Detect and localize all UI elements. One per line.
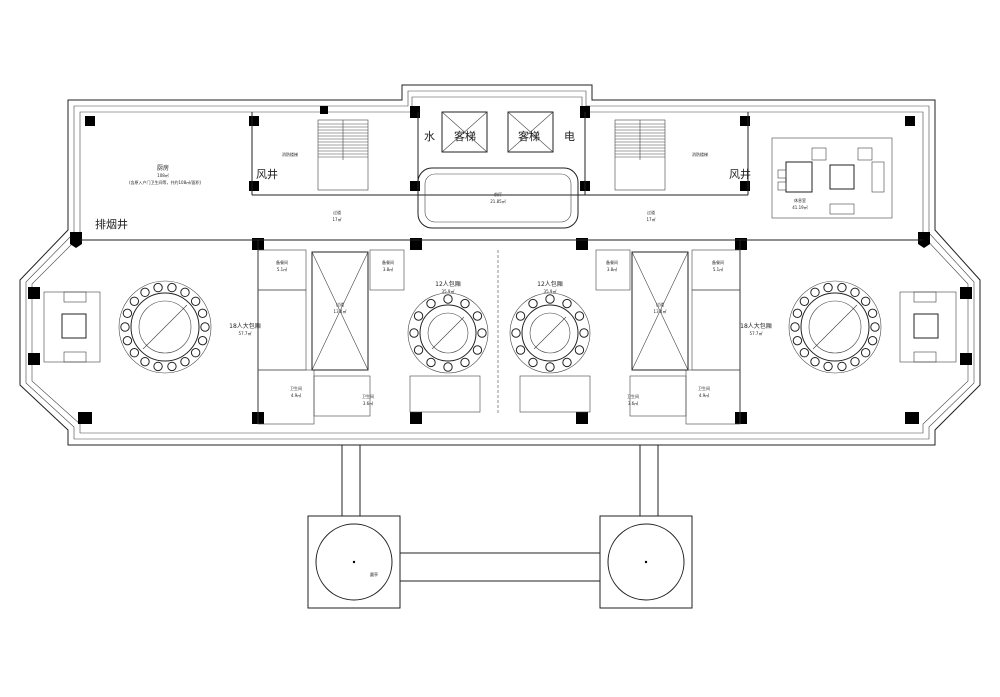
label-corridor-left: 过道: [333, 209, 341, 215]
pavilions: [307, 445, 693, 609]
label-wc-1: 卫生间: [290, 385, 302, 391]
label-fire-stair-left: 消防楼梯: [282, 151, 298, 157]
sofa-groups: [43, 291, 957, 413]
structural-columns: [28, 106, 972, 424]
label-private-right: 18人大包厢: [740, 322, 772, 330]
lounge-furniture: [771, 137, 893, 219]
interior-walls: [80, 112, 923, 425]
round-tables: [118, 280, 882, 374]
label-corridor-right-area: 17㎡: [646, 216, 655, 222]
label-corridor-right: 过道: [647, 209, 655, 215]
label-wc-2-area: 3.6㎡: [363, 400, 373, 406]
label-wc-4: 卫生间: [698, 385, 710, 391]
label-pantry-3-area: 3.8㎡: [607, 266, 617, 272]
label-kitchen-area: 108㎡: [157, 172, 169, 178]
label-corridor-mid-right-area: 13.4㎡: [654, 308, 667, 314]
label-vip12-left-area: 35.9㎡: [442, 288, 455, 294]
label-private-left: 18人大包厢: [229, 322, 261, 330]
label-pantry-3: 备餐间: [606, 259, 618, 265]
label-water: 水: [424, 130, 435, 143]
stairs: [317, 119, 666, 191]
label-pantry-2-area: 3.8㎡: [383, 266, 393, 272]
label-pantry-4: 备餐间: [712, 259, 724, 265]
label-pantry-1-area: 5.1㎡: [277, 266, 287, 272]
label-vip12-right-area: 35.9㎡: [544, 288, 557, 294]
label-wc-3: 卫生间: [627, 393, 639, 399]
outer-walls: [19, 84, 981, 446]
label-lobby-area: 21.85㎡: [490, 198, 505, 204]
label-private-left-area: 57.7㎡: [239, 330, 252, 336]
label-wc-4-area: 4.9㎡: [699, 392, 709, 398]
label-vip12-left: 12人包厢: [435, 280, 461, 288]
label-pipe-well: 排烟井: [95, 217, 128, 231]
label-corridor-mid-right: 过道: [656, 301, 664, 307]
label-lobby: 前厅: [494, 191, 502, 197]
label-kitchen-note: (含原入户门卫生间等，共约108㎡/面积): [129, 179, 202, 185]
room-labels: 厨房 108㎡ (含原入户门卫生间等，共约108㎡/面积) 排烟井 风井 风井 …: [95, 129, 808, 577]
label-vip12-right: 12人包厢: [537, 280, 563, 288]
label-private-right-area: 57.7㎡: [750, 330, 763, 336]
label-wind-shaft-right: 风井: [729, 167, 751, 181]
label-lounge: 休息室: [794, 197, 806, 203]
label-electric: 电: [564, 130, 575, 143]
label-fire-stair-right: 消防楼梯: [692, 151, 708, 157]
label-corridor-left-area: 17㎡: [332, 216, 341, 222]
label-corridor-mid-left: 过道: [336, 301, 344, 307]
elevator-shafts: [441, 111, 554, 153]
label-corridor-mid-left-area: 13.4㎡: [334, 308, 347, 314]
label-elevator-right: 客梯: [518, 129, 540, 143]
light-wells: [311, 251, 689, 371]
label-pavilion: 圆亭: [370, 571, 378, 577]
label-pantry-2: 备餐间: [382, 259, 394, 265]
label-elevator-left: 客梯: [454, 129, 476, 143]
label-wind-shaft-left: 风井: [256, 167, 278, 181]
label-pantry-4-area: 5.1㎡: [713, 266, 723, 272]
label-wc-3-area: 3.6㎡: [628, 400, 638, 406]
label-lounge-area: 41.19㎡: [792, 204, 807, 210]
label-wc-1-area: 4.9㎡: [291, 392, 301, 398]
label-kitchen: 厨房: [157, 164, 169, 172]
lobby-frame: [417, 167, 579, 229]
label-pantry-1: 备餐间: [276, 259, 288, 265]
label-wc-2: 卫生间: [362, 393, 374, 399]
